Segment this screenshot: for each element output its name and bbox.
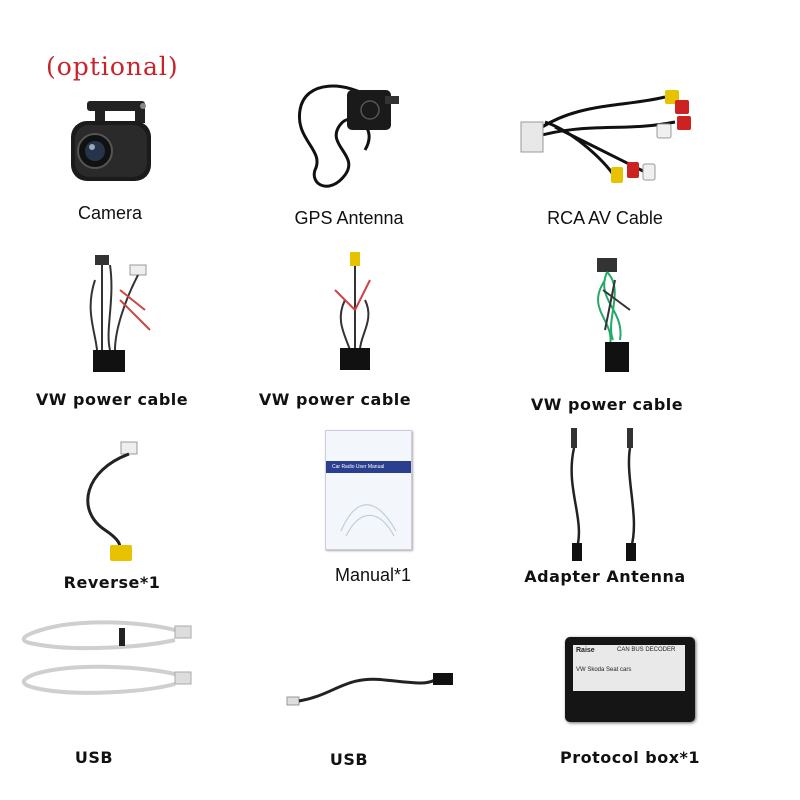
item-label-camera: Camera (77, 203, 143, 223)
item-label-manual: Manual*1 (334, 565, 412, 585)
vw-power-cable-image-2 (334, 252, 371, 370)
usb-cable-image-2 (286, 673, 453, 706)
optional-note: (optional) (46, 52, 179, 81)
item-label-rca: RCA AV Cable (547, 208, 663, 228)
adapter-antenna-image (570, 428, 636, 561)
item-label-vw-power-3: VW power cable (530, 395, 684, 414)
reverse-cable-image (86, 441, 138, 561)
manual-image: Car Radio User Manual (325, 430, 412, 550)
camera-image (71, 101, 151, 181)
item-label-adapter-antenna: Adapter Antenna (524, 567, 686, 586)
vw-power-cable-image-3 (597, 258, 631, 372)
protocol-box-image: Raise CAN BUS DECODER VW Skoda Seat cars (565, 637, 695, 722)
item-label-usb-2: USB (329, 750, 369, 769)
item-label-reverse: Reverse*1 (63, 573, 161, 592)
box-model: VW Skoda Seat cars (576, 667, 632, 673)
item-label-usb-1: USB (74, 748, 114, 767)
box-title: CAN BUS DECODER (617, 647, 676, 653)
box-brand: Raise (576, 647, 595, 654)
usb-cable-image-1 (21, 620, 192, 695)
vw-power-cable-image-1 (89, 255, 151, 372)
rca-cable-image (520, 90, 691, 183)
manual-title: Car Radio User Manual (326, 461, 411, 473)
gps-antenna-image (297, 84, 399, 188)
item-label-vw-power-2: VW power cable (258, 390, 412, 409)
item-label-vw-power-1: VW power cable (35, 390, 189, 409)
item-label-protocol-box: Protocol box*1 (559, 748, 701, 767)
item-label-gps: GPS Antenna (294, 208, 404, 228)
